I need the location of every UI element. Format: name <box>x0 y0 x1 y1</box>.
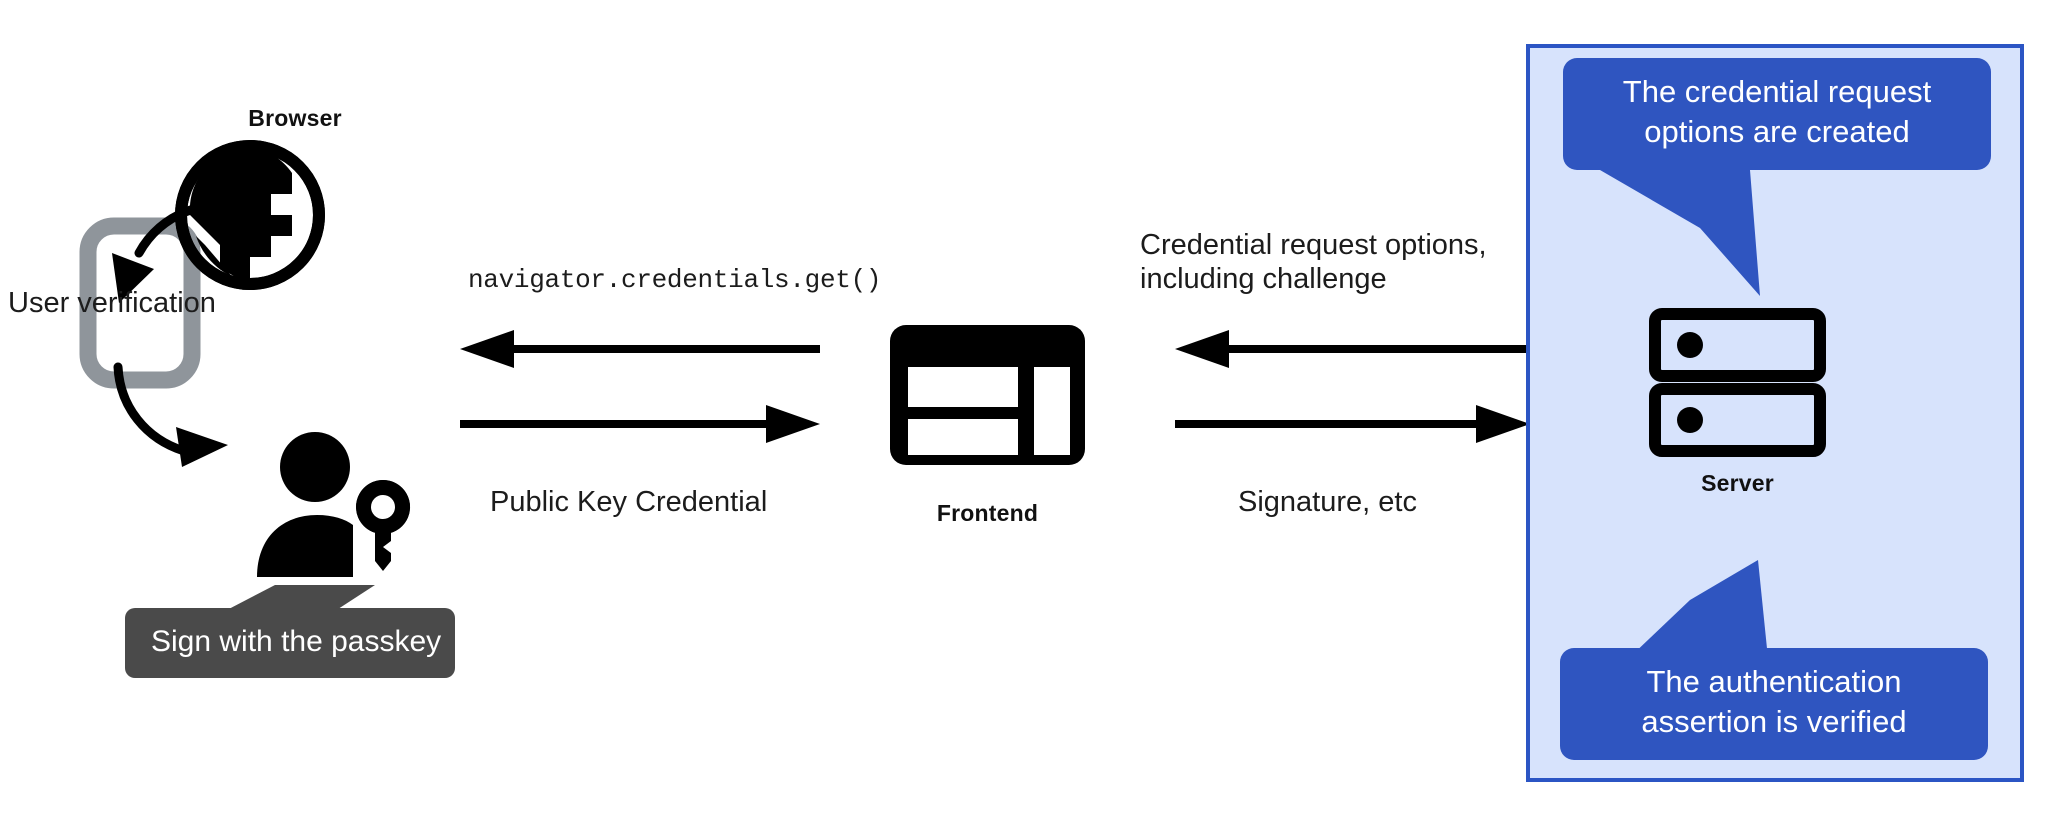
browser-to-frontend-arrow <box>460 405 820 443</box>
server-to-frontend-arrow <box>1175 330 1530 368</box>
phone-to-user-arrow <box>100 355 250 475</box>
passkey-tooltip: Sign with the passkey <box>125 608 455 678</box>
server-racks-icon <box>1649 308 1826 457</box>
web-layout-icon <box>890 325 1085 465</box>
server-callout-bottom: The authentication assertion is verified <box>1560 648 1988 760</box>
browser-to-phone-arrow <box>95 195 255 335</box>
frontend-label: Frontend <box>936 500 1039 526</box>
navigator-credentials-get-label: navigator.credentials.get() <box>468 265 882 295</box>
server-callout-top: The credential request options are creat… <box>1563 58 1991 170</box>
person-with-key-icon <box>255 425 425 585</box>
passkey-tooltip-pointer <box>125 585 455 611</box>
user-verification-label: User verification <box>8 287 216 319</box>
frontend-to-browser-arrow <box>460 330 820 368</box>
browser-label: Browser <box>248 105 342 131</box>
public-key-credential-label: Public Key Credential <box>490 486 768 518</box>
server-callout-top-pointer <box>1590 170 1840 300</box>
signature-etc-label: Signature, etc <box>1238 486 1417 518</box>
frontend-to-server-arrow <box>1175 405 1530 443</box>
mobile-phone-icon <box>79 217 201 389</box>
credential-request-options-label: Credential request options, including ch… <box>1140 229 1487 295</box>
server-label: Server <box>1701 470 1774 496</box>
